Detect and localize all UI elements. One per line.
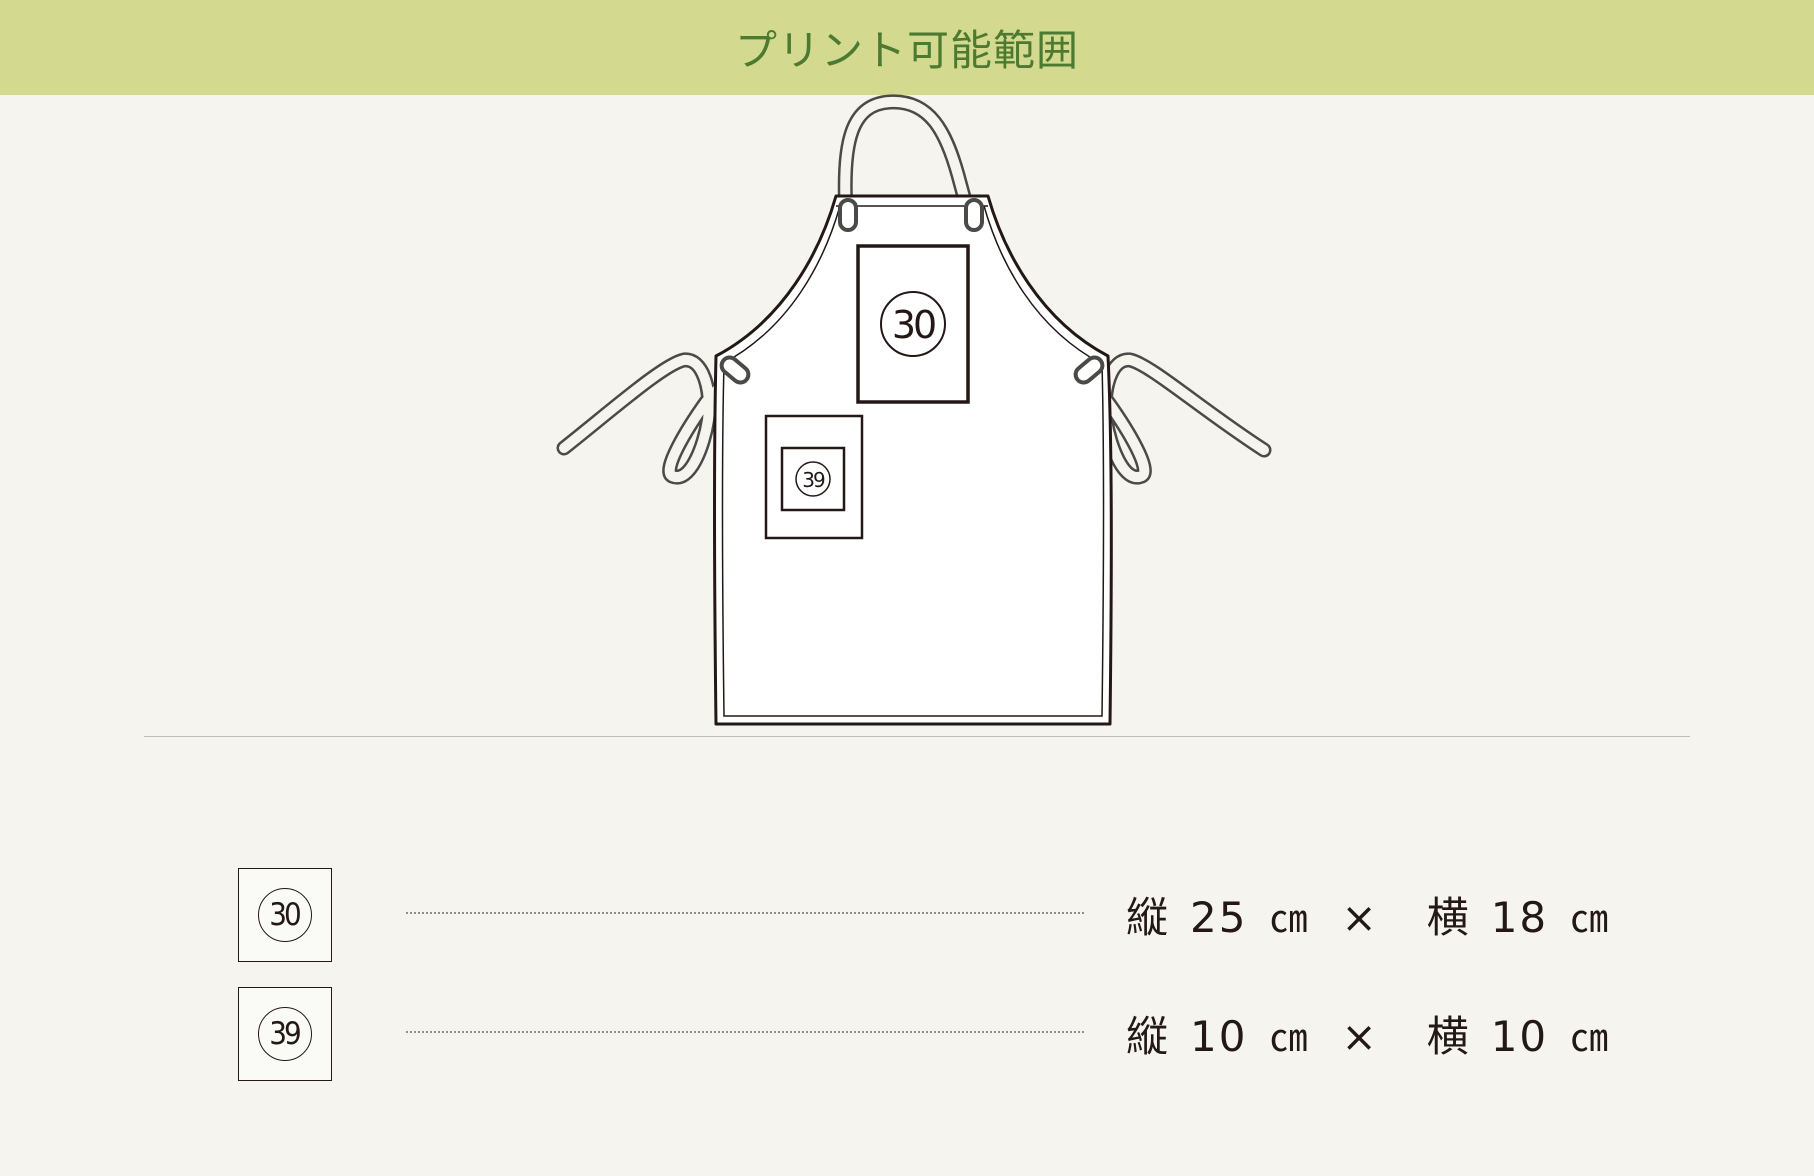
- spec-dimensions: 縦 25 ㎝ × 横 18 ㎝: [1126, 884, 1608, 945]
- width-value: 18: [1490, 893, 1549, 942]
- width-unit: ㎝: [1570, 1016, 1608, 1060]
- spec-badge-number: 39: [258, 1007, 312, 1061]
- left-waist-tie: [556, 352, 736, 485]
- neck-strap: [837, 94, 976, 220]
- width-label: 横: [1426, 1012, 1469, 1061]
- apron-diagram: 30 39: [556, 94, 1272, 726]
- height-label: 縦: [1126, 893, 1169, 942]
- width-unit: ㎝: [1570, 897, 1608, 941]
- spec-badge: 39: [238, 987, 332, 1081]
- height-label: 縦: [1126, 1012, 1169, 1061]
- height-value: 10: [1190, 1012, 1248, 1061]
- print-area-30-label: 30: [892, 303, 935, 347]
- height-unit: ㎝: [1269, 1016, 1307, 1060]
- strap-loops: [719, 198, 1105, 385]
- divider: [144, 736, 1690, 737]
- spec-badge: 30: [238, 868, 332, 962]
- spec-dimensions: 縦 10 ㎝ × 横 10 ㎝: [1126, 1003, 1608, 1064]
- dotted-leader: [406, 1031, 1084, 1033]
- spec-row: 39 縦 10 ㎝ × 横 10 ㎝: [0, 987, 1814, 1083]
- page-title: プリント可能範囲: [734, 26, 1079, 75]
- width-label: 横: [1426, 893, 1469, 942]
- width-value: 10: [1490, 1012, 1549, 1061]
- height-value: 25: [1190, 893, 1248, 942]
- print-area-39-label: 39: [802, 468, 825, 492]
- right-waist-tie: [1078, 352, 1272, 485]
- apron-body: [713, 194, 1113, 726]
- times-sign: ×: [1341, 1012, 1377, 1061]
- header-bar: プリント可能範囲: [0, 0, 1814, 95]
- spec-badge-number: 30: [258, 888, 312, 942]
- times-sign: ×: [1341, 893, 1377, 942]
- spec-row: 30 縦 25 ㎝ × 横 18 ㎝: [0, 868, 1814, 964]
- print-area-30: 30: [856, 244, 970, 404]
- print-area-39: 39: [780, 446, 846, 512]
- dotted-leader: [406, 912, 1084, 914]
- height-unit: ㎝: [1269, 897, 1307, 941]
